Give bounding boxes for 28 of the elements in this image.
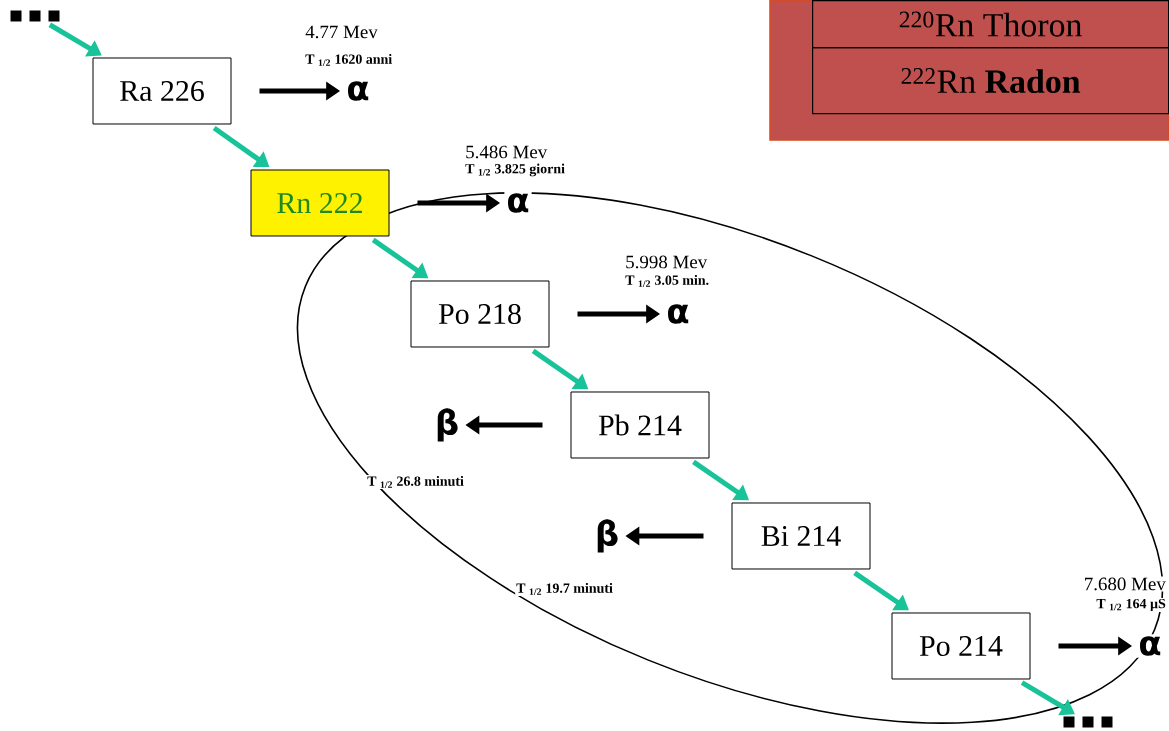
energy-label: 7.680 Mev [1082,576,1167,592]
isotope-box: Po 218 [410,280,550,348]
arrow [853,570,909,611]
half-life-label: T $_{1/2}$ 3.05 min. [624,274,711,288]
energy-label: 4.77 Mev [304,24,379,40]
isotope-box: Rn 222 [250,169,390,237]
decay-particle-label: β [592,517,622,555]
table-cell: $^{222}$Rn Radon [812,47,1169,115]
table-cell: $^{220}$Rn Thoron [812,0,1169,49]
energy-label: 5.486 Mev [464,144,549,160]
half-life-label: T $_{1/2}$ 1620 anni [304,53,394,67]
isotope-box: Pb 214 [570,391,710,459]
dots-symbol [1063,716,1113,728]
energy-label: 5.998 Mev [624,254,709,270]
decay-particle-label: α [1136,634,1164,658]
decay-particle-label: α [664,302,692,326]
decay-particle-label: α [344,79,372,103]
dots-symbol [10,10,60,22]
decay-particle-label: β [432,406,462,444]
decay-particle-label: α [504,191,532,215]
half-life-label: T $_{1/2}$ 26.8 minuti [366,475,465,489]
isotope-box: Po 214 [891,612,1031,680]
half-life-label: T $_{1/2}$ 164 µS [1095,597,1167,613]
arrow [692,459,749,501]
half-life-label: T $_{1/2}$ 3.825 giorni [464,162,566,178]
isotope-box: Ra 226 [92,57,232,125]
half-life-label: T $_{1/2}$ 19.7 minuti [515,582,614,596]
isotope-box: Bi 214 [731,502,871,570]
